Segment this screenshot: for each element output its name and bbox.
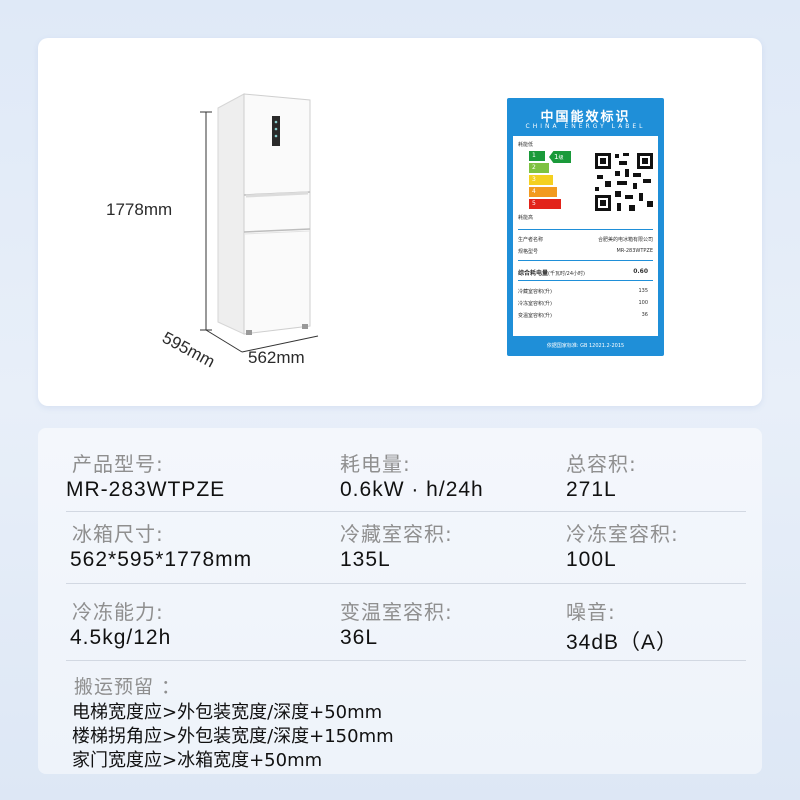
model-label: 规格型号 (518, 249, 539, 255)
control-panel (272, 116, 280, 146)
fridge-volume-value: 135 (638, 288, 648, 294)
transport-line-stairs: 楼梯拐角应>外包装宽度/深度+150mm (72, 726, 394, 747)
energy-label-body: 耗能低 1 2 3 4 5 1级 耗能高 生产者名称 合肥美的电冰箱有限公司 规… (513, 136, 658, 336)
height-dimension: 1778mm (106, 200, 173, 219)
grade-bar-3: 3 (529, 175, 553, 185)
row-divider-1 (66, 511, 746, 512)
spec-label-variable-volume: 变温室容积: (340, 600, 453, 624)
grade-suffix: 级 (558, 155, 564, 161)
spec-label-fridge-volume: 冷藏室容积: (340, 522, 453, 546)
spec-label-model: 产品型号: (72, 452, 164, 476)
producer-name: 合肥美的电冰箱有限公司 (597, 237, 653, 243)
spec-value-variable-volume: 36L (340, 626, 379, 649)
spec-value-freezer-volume: 100L (566, 548, 617, 571)
spec-card (38, 428, 762, 774)
high-energy-label: 耗能高 (518, 215, 534, 221)
spec-value-freezing-capacity: 4.5kg/12h (70, 626, 172, 649)
freezer-volume-label: 冷冻室容积(升) (518, 301, 552, 307)
spec-value-total-volume: 271L (566, 478, 617, 501)
energy-label: 中国能效标识 CHINA ENERGY LABEL 耗能低 1 2 3 4 5 … (507, 98, 664, 356)
energy-label-subtitle: CHINA ENERGY LABEL (525, 123, 646, 130)
width-dimension: 562mm (248, 348, 305, 367)
variable-volume-value: 36 (641, 312, 648, 318)
spec-label-size: 冰箱尺寸: (72, 522, 164, 546)
transport-title: 搬运预留 ： (74, 676, 182, 698)
spec-value-fridge-volume: 135L (340, 548, 391, 571)
variable-volume-label: 变温室容积(升) (518, 313, 552, 319)
spec-label-freezing-capacity: 冷冻能力: (72, 600, 164, 624)
consumption-title: 综合耗电量 (518, 270, 549, 277)
model-value: MR-283WTPZE (616, 248, 653, 254)
consumption-unit: (千瓦时/24小时) (548, 271, 585, 277)
spec-label-total-volume: 总容积: (566, 452, 637, 476)
energy-label-standard: 依据国家标准: GB 12021.2-2015 (546, 343, 625, 349)
grade-bar-1: 1 (529, 151, 545, 161)
consumption-value: 0.60 (633, 268, 648, 275)
row-divider-3 (66, 660, 746, 661)
grade-bar-4: 4 (529, 187, 557, 197)
qr-code-icon (593, 151, 655, 213)
grade-bar-5: 5 (529, 199, 561, 209)
transport-line-door: 家门宽度应>冰箱宽度+50mm (72, 750, 323, 771)
spec-value-power: 0.6kW · h/24h (340, 478, 484, 501)
spec-value-noise: 34dB（A） (566, 631, 679, 654)
grade-bar-2: 2 (529, 163, 549, 173)
fridge-volume-label: 冷藏室容积(升) (518, 289, 552, 295)
grade-indicator: 1级 (549, 151, 571, 163)
spec-value-model: MR-283WTPZE (66, 478, 226, 501)
spec-label-freezer-volume: 冷冻室容积: (566, 522, 679, 546)
energy-label-title: 中国能效标识 (540, 110, 631, 125)
row-divider-2 (66, 583, 746, 584)
transport-line-elevator: 电梯宽度应>外包装宽度/深度+50mm (72, 702, 383, 723)
grade-value: 1 (554, 153, 559, 161)
spec-label-power: 耗电量: (340, 452, 411, 476)
freezer-volume-value: 100 (638, 300, 648, 306)
spec-value-size: 562*595*1778mm (70, 548, 253, 571)
producer-label: 生产者名称 (518, 237, 544, 243)
low-energy-label: 耗能低 (518, 142, 534, 148)
spec-label-noise: 噪音: (566, 600, 616, 624)
consumption-label: 综合耗电量(千瓦时/24小时) (518, 268, 585, 277)
